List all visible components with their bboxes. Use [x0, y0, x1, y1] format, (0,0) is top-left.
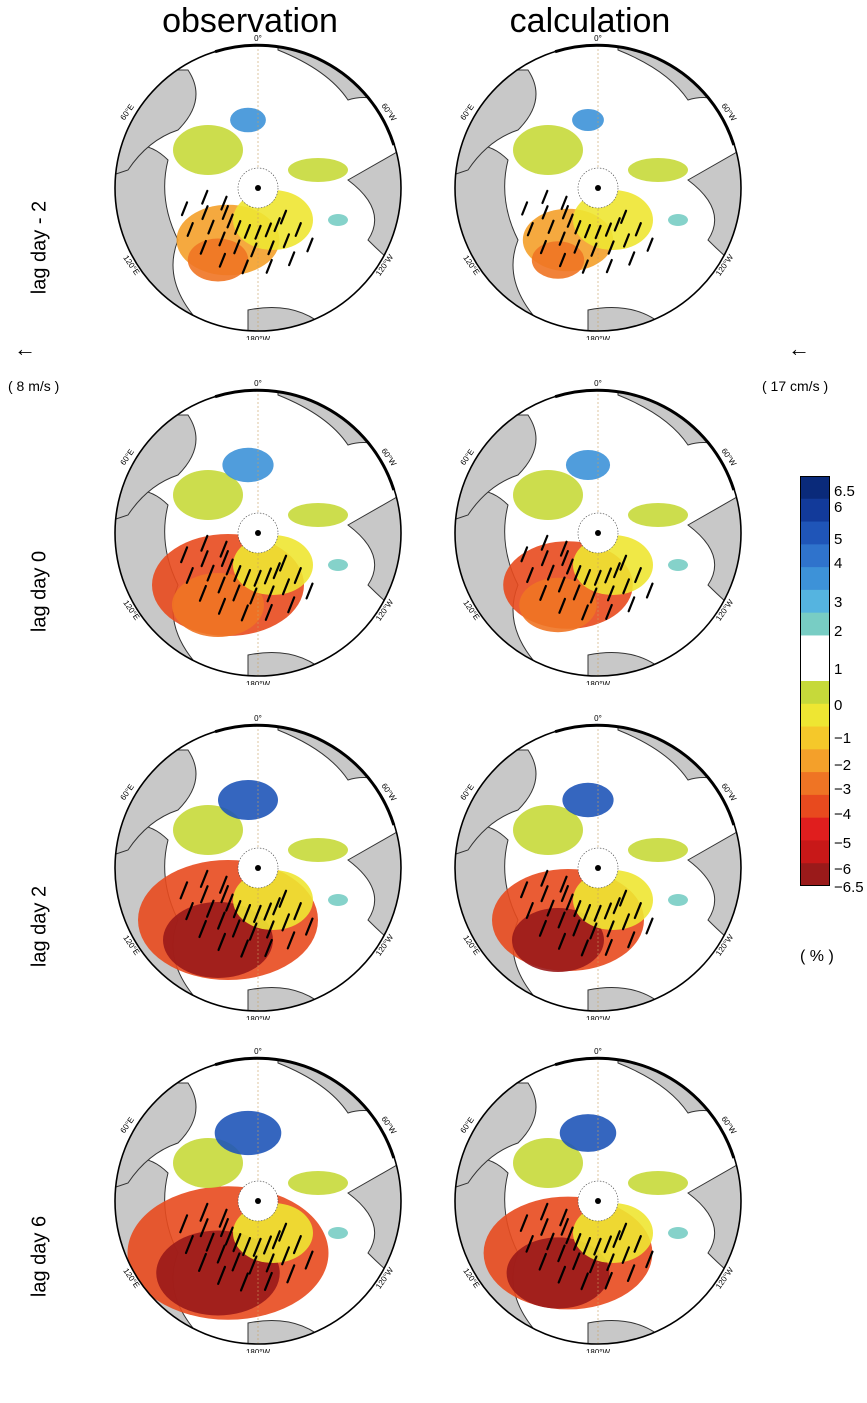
- colorbar-cell: [800, 612, 830, 636]
- wind-scale-arrow: ←: [14, 336, 36, 361]
- colorbar-cell: [800, 863, 830, 886]
- colorbar-tick-label: −3: [834, 781, 852, 798]
- colorbar-cell: [800, 681, 830, 705]
- colorbar-tick-label: −4: [834, 806, 852, 823]
- label-0-deg: 0°: [594, 379, 602, 388]
- colorbar-cell: [800, 772, 830, 796]
- colorbar-unit: ( % ): [800, 948, 834, 965]
- colorbar-cell: [800, 476, 830, 500]
- row-label-lag-minus2: lag day - 2: [28, 200, 51, 295]
- colorbar-tick-label: 6: [834, 499, 843, 516]
- colorbar-tick-label: −2: [834, 757, 852, 774]
- label-180w: 180°W: [246, 335, 271, 340]
- label-0-deg: 0°: [594, 1047, 602, 1056]
- colorbar-tick-label: −6: [834, 861, 852, 878]
- colorbar-cell: [800, 521, 830, 545]
- row-label-lag-0: lag day 0: [28, 550, 51, 633]
- colorbar-tick-label: −1: [834, 730, 852, 747]
- label-0-deg: 0°: [254, 714, 262, 723]
- colorbar-cell: [800, 703, 830, 728]
- label-0-deg: 0°: [254, 34, 262, 43]
- label-180w: 180°W: [246, 680, 271, 685]
- colorbar-cell: [800, 635, 830, 659]
- label-0-deg: 0°: [254, 1047, 262, 1056]
- colorbar: [800, 476, 830, 886]
- column-title-observation: observation: [162, 2, 338, 40]
- row-label-lag-2: lag day 2: [28, 885, 51, 968]
- label-180w: 180°W: [586, 1015, 611, 1020]
- colorbar-cell: [800, 726, 830, 750]
- label-180w: 180°W: [246, 1015, 271, 1020]
- colorbar-tick-label: 4: [834, 555, 843, 572]
- current-scale-arrow: ←: [788, 336, 810, 361]
- colorbar-tick-label: 3: [834, 594, 843, 611]
- label-0-deg: 0°: [594, 34, 602, 43]
- colorbar-cell: [800, 589, 830, 614]
- colorbar-cell: [800, 749, 830, 773]
- colorbar-cell: [800, 658, 830, 682]
- label-180w: 180°W: [586, 680, 611, 685]
- colorbar-cell: [800, 840, 830, 864]
- colorbar-cell: [800, 544, 830, 568]
- colorbar-tick-label: −5: [834, 835, 852, 852]
- colorbar-cell: [800, 567, 830, 591]
- label-180w: 180°W: [586, 1348, 611, 1353]
- colorbar-tick-label: 2: [834, 623, 843, 640]
- label-180w: 180°W: [246, 1348, 271, 1353]
- colorbar-cell: [800, 817, 830, 841]
- colorbar-tick-label: 0: [834, 697, 843, 714]
- colorbar-tick-label: 5: [834, 531, 843, 548]
- row-label-lag-6: lag day 6: [28, 1215, 51, 1298]
- label-0-deg: 0°: [594, 714, 602, 723]
- colorbar-cell: [800, 794, 830, 819]
- colorbar-tick-label: 1: [834, 661, 843, 678]
- label-180w: 180°W: [586, 335, 611, 340]
- column-title-calculation: calculation: [509, 2, 671, 40]
- colorbar-cell: [800, 498, 830, 523]
- wind-scale-label: ( 8 m/s ): [8, 378, 60, 394]
- colorbar-tick-label: −6.5: [834, 879, 864, 896]
- current-scale-label: ( 17 cm/s ): [762, 378, 829, 394]
- label-0-deg: 0°: [254, 379, 262, 388]
- colorbar-tick-label: 6.5: [834, 483, 855, 500]
